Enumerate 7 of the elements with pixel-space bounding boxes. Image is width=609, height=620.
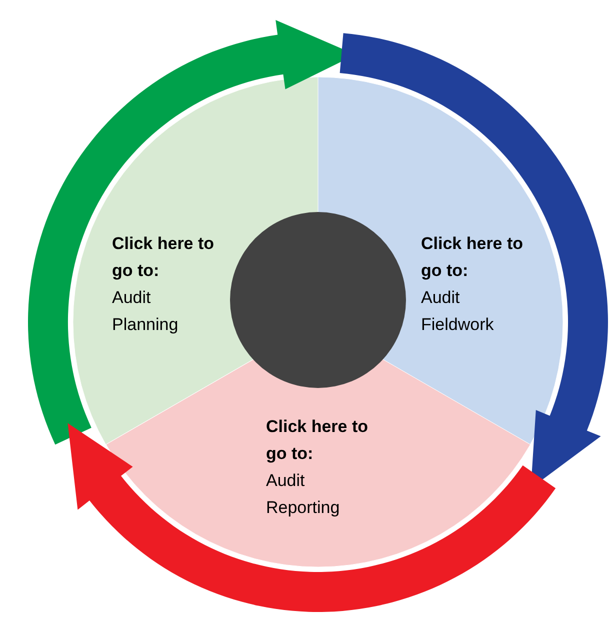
link-heading: Click here to go to: [421,233,524,282]
link-heading: Click here to go to: [112,233,216,282]
section-label: Audit Reporting [266,470,340,519]
section-label: Audit Planning [112,287,178,336]
link-heading: Click here to go to: [266,416,370,465]
cycle-arrow [68,423,556,612]
section-label: Audit Fieldwork [421,287,494,336]
